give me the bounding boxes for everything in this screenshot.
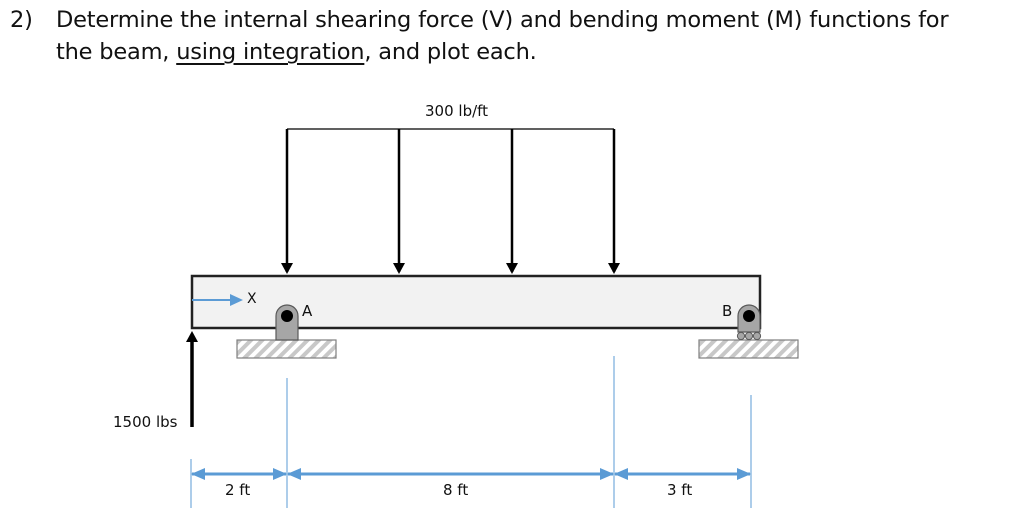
problem-text-line2: the beam, using integration, and plot ea… [56,39,537,65]
problem-text-line1: Determine the internal shearing force (V… [56,7,949,33]
ground-hatch-icon [698,339,799,359]
roller-support-b [698,304,799,359]
support-b-label: B [722,302,733,320]
x-axis-arrow-icon [230,294,243,306]
dimension-label-2ft: 2 ft [225,481,251,499]
dimension-label-3ft: 3 ft [667,481,693,499]
distributed-load [281,128,620,274]
emphasis-using-integration: using integration [176,39,365,65]
dimension-label-8ft: 8 ft [443,481,469,499]
point-load-label: 1500 lbs [113,413,178,431]
distributed-load-label: 300 lb/ft [425,102,489,120]
dimension-lines [190,356,752,508]
ground-hatch-icon [236,339,337,359]
point-load-arrow-icon [186,331,198,427]
x-axis-label: X [247,291,257,307]
problem-number: 2) [10,7,33,33]
support-a-label: A [302,302,313,320]
pin-support-a [236,304,337,359]
